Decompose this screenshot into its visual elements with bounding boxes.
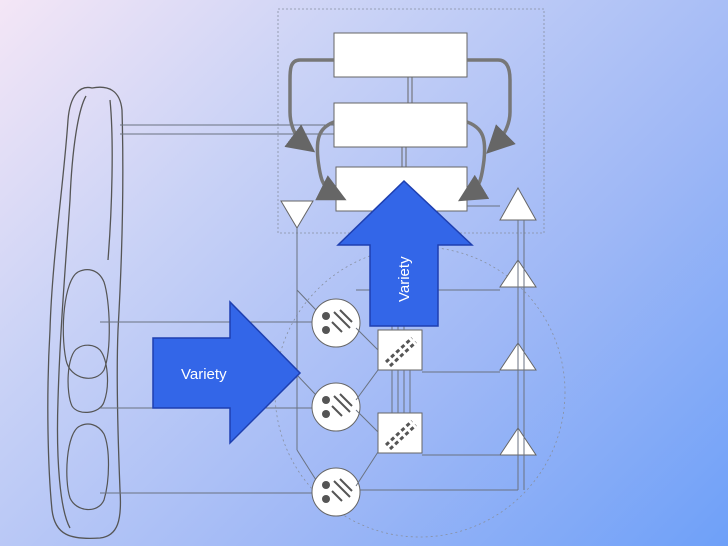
operation-blob-2 — [67, 344, 109, 413]
operation-unit-2 — [311, 382, 361, 432]
operation-links — [355, 300, 411, 487]
operation-blob-1 — [62, 269, 110, 379]
environment-outline — [47, 86, 124, 540]
variety-label-vertical: Variety — [396, 256, 413, 302]
system-5-box — [333, 32, 468, 78]
management-box-2 — [377, 412, 423, 454]
down-triangle — [280, 200, 314, 229]
vertical-channel — [401, 77, 413, 167]
management-box-1 — [377, 329, 423, 371]
operation-unit-1 — [311, 298, 361, 348]
homeostat-loops — [284, 58, 516, 202]
variety-arrow-horizontal: Variety — [152, 300, 302, 445]
variety-label-horizontal: Variety — [181, 366, 227, 383]
system-4-box — [333, 102, 468, 148]
up-triangle-1 — [499, 186, 537, 221]
variety-arrow-vertical: Variety — [336, 179, 474, 327]
coordination-lines — [296, 205, 525, 491]
environment-links — [100, 124, 334, 494]
operation-blob-3 — [66, 423, 110, 511]
metasystem-frame — [277, 8, 545, 234]
operation-unit-3 — [311, 467, 361, 517]
